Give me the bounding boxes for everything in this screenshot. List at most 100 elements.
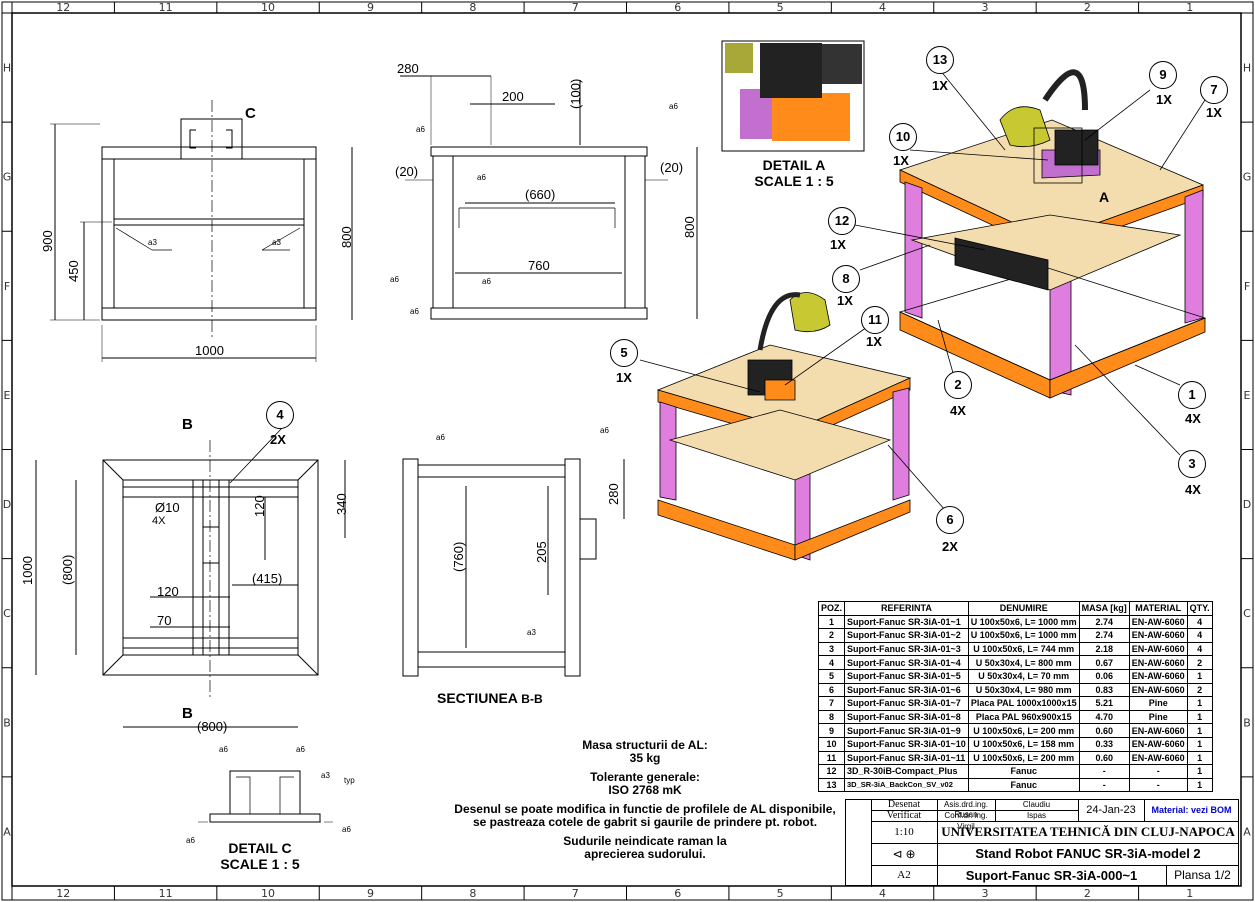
bom-cell: 4.70 (1078, 709, 1130, 725)
note-line-2: se pastreaza cotele de gabrit si gaurile… (472, 815, 818, 829)
section-bb-view (402, 458, 625, 677)
bom-cell: 1 (1186, 668, 1213, 684)
bom-cell: 1 (1186, 696, 1213, 711)
dimension-label: 450 (66, 260, 81, 282)
bom-cell: 1 (1186, 709, 1213, 725)
bom-cell: 0.83 (1078, 682, 1130, 698)
bom-cell: 10 (817, 736, 846, 752)
bom-cell: 1 (1186, 777, 1213, 793)
bom-cell: U 50x30x4, L= 980 mm (967, 682, 1080, 698)
weld-symbol: a6 (669, 102, 678, 111)
bom-cell: U 100x50x6, L= 744 mm (967, 641, 1080, 657)
row-label: C (3, 607, 11, 620)
balloon-12: 12 (828, 207, 856, 235)
designer-name: Claudiu (995, 800, 1079, 811)
weld-symbol: a3 (321, 771, 330, 780)
dimension-label: 280 (397, 61, 419, 76)
bom-cell: EN-AW-6060 (1128, 723, 1188, 738)
column-label: 11 (159, 887, 173, 900)
balloon-9: 9 (1149, 61, 1177, 89)
balloon-qty: 1X (893, 153, 909, 168)
bom-cell: 2 (1186, 682, 1213, 698)
weld-symbol: a3 (272, 238, 281, 247)
mass-label: Masa structurii de AL: (582, 738, 708, 752)
row-label: F (4, 280, 10, 293)
balloon-5: 5 (610, 339, 638, 367)
dimension-label: (20) (660, 160, 684, 175)
format-value: A2 (871, 865, 938, 886)
top-view (35, 440, 346, 728)
column-label: 2 (1084, 1, 1091, 14)
dimension-label: Ø10 (155, 500, 180, 515)
column-label: 3 (981, 887, 988, 900)
column-label: 4 (879, 1, 886, 14)
row-label: E (1244, 389, 1251, 402)
column-label: 1 (1186, 1, 1193, 14)
row-label: F (1244, 280, 1250, 293)
weld-symbol: a6 (342, 825, 351, 834)
column-label: 7 (572, 887, 579, 900)
bom-cell: 6 (817, 682, 846, 698)
balloon-qty: 1X (1156, 92, 1172, 107)
front-view (50, 100, 353, 362)
balloon-10: 10 (889, 123, 917, 151)
bom-cell: EN-AW-6060 (1128, 655, 1188, 670)
weld-symbol: a6 (296, 745, 305, 754)
scale-value: 1:10 (871, 821, 938, 844)
bom-cell: 0.60 (1078, 723, 1130, 738)
balloon-qty: 1X (932, 78, 948, 93)
bom-header-cell: DENUMIRE (967, 601, 1080, 616)
row-label: A (1243, 825, 1251, 838)
weld-symbol: a6 (477, 173, 486, 182)
bom-cell: U 100x50x6, L= 200 mm (967, 723, 1080, 738)
weld-symbol: typ (344, 776, 355, 785)
dimension-label: 800 (339, 226, 354, 248)
bom-header-cell: POZ. (817, 601, 846, 616)
balloon-qty: 1X (616, 370, 632, 385)
bom-cell: Suport-Fanuc SR-3iA-01~10 (844, 736, 969, 752)
column-label: 11 (159, 1, 173, 14)
bom-cell: 0.60 (1078, 750, 1130, 766)
detail-c-view (198, 770, 333, 823)
column-label: 2 (1084, 887, 1091, 900)
bom-cell: 2.74 (1078, 614, 1130, 630)
bom-cell: - (1128, 764, 1188, 779)
weld-symbol: a6 (410, 307, 419, 316)
column-label: 3 (981, 1, 988, 14)
bom-cell: 4 (1186, 641, 1213, 657)
bom-cell: EN-AW-6060 (1128, 628, 1188, 643)
bom-cell: U 50x30x4, L= 70 mm (967, 668, 1080, 684)
detail-a-label: DETAIL A (762, 157, 826, 173)
balloon-2: 2 (944, 371, 972, 399)
balloon-qty: 1X (866, 334, 882, 349)
column-label: 12 (56, 887, 70, 900)
balloon-qty: 1X (837, 293, 853, 308)
detail-a-view (721, 40, 865, 152)
row-label: E (4, 389, 11, 402)
dimension-label: 70 (157, 613, 172, 628)
detail-c-marker: C (245, 105, 256, 122)
bom-cell: 2 (817, 628, 846, 643)
column-label: 4 (879, 887, 886, 900)
column-label: 6 (674, 1, 681, 14)
bom-cell: Suport-Fanuc SR-3iA-01~2 (844, 628, 969, 643)
balloon-qty: 2X (942, 539, 958, 554)
dimension-label: (800) (197, 719, 228, 734)
bom-cell: U 100x50x6, L= 1000 mm (967, 614, 1080, 630)
weld-symbol: a6 (219, 745, 228, 754)
dimension-label: 900 (40, 230, 55, 252)
weld-symbol: a3 (148, 238, 157, 247)
bom-cell: 3D_SR-3iA_BackCon_SV_v02 (844, 777, 969, 793)
balloon-7: 7 (1200, 76, 1228, 104)
row-label: D (1243, 498, 1251, 511)
bom-cell: 0.06 (1078, 668, 1130, 684)
title-block: Desenat Verificat Asis.drd.ing. Rusan Co… (845, 799, 1239, 887)
bom-cell: Placa PAL 960x900x15 (967, 709, 1080, 725)
bom-header-cell: REFERINTA (844, 601, 969, 616)
